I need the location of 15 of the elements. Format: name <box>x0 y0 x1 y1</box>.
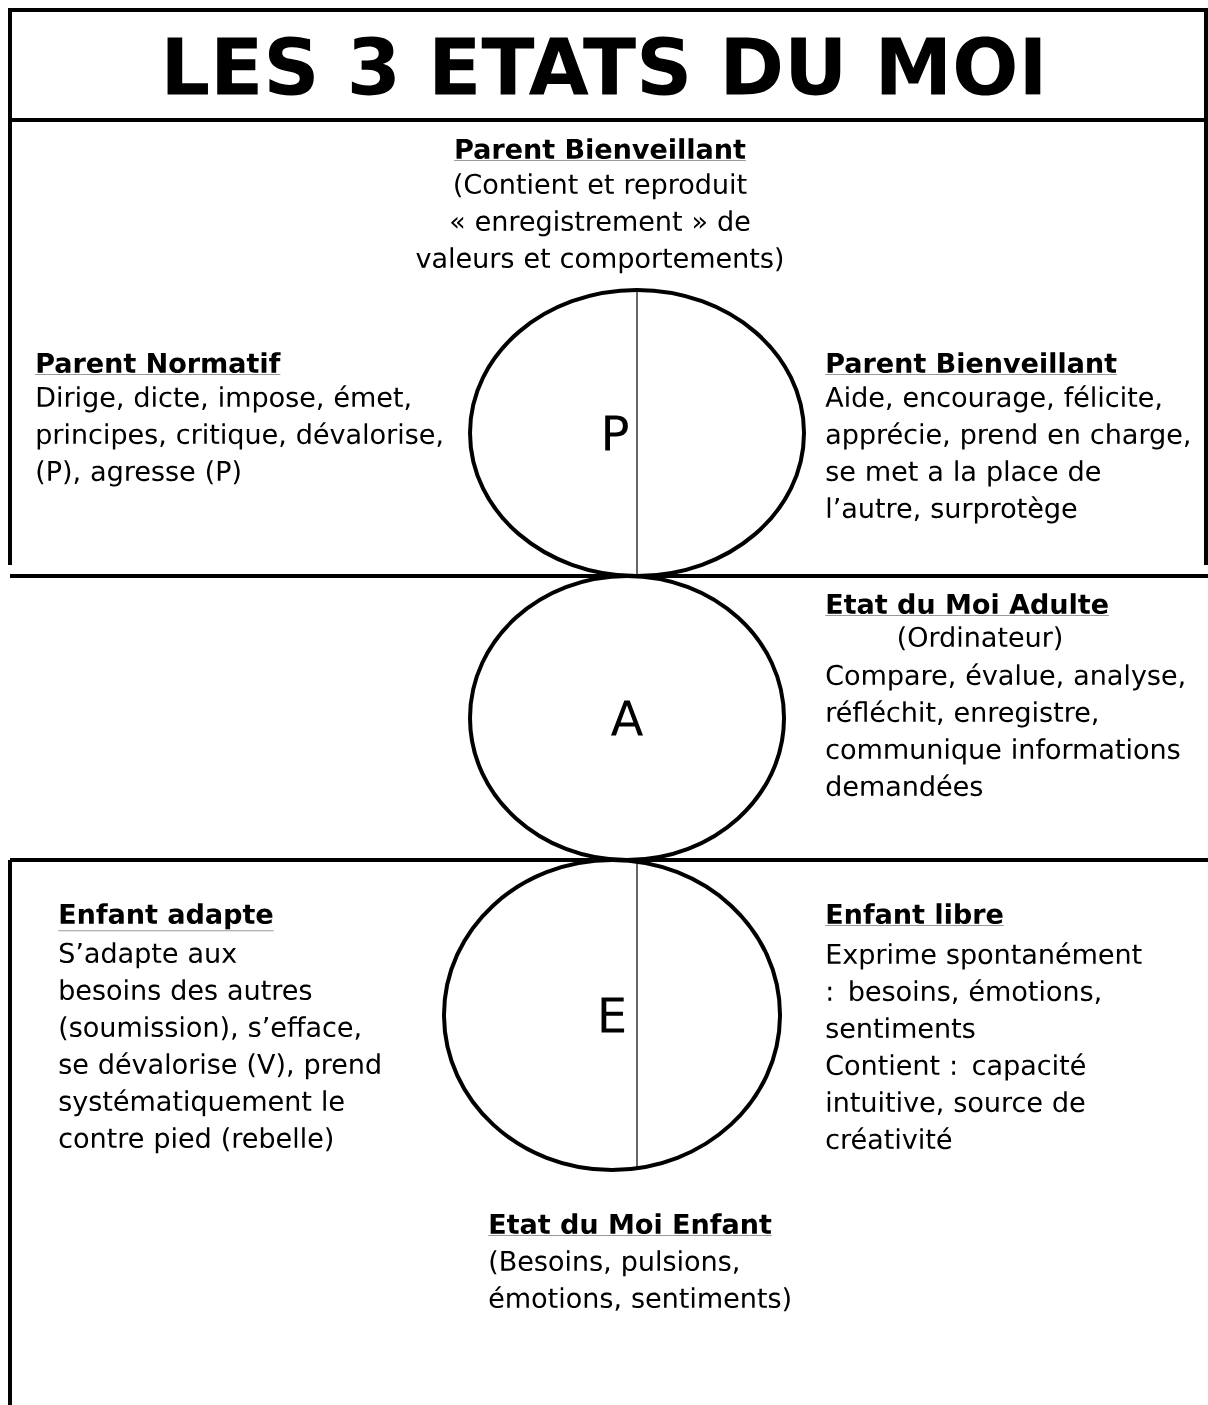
description-text: (Besoins, pulsions, émotions, sentiments) <box>489 1250 790 1312</box>
description-text: Dirige, dicte, impose, émet, principes, critique, dévalorise, (P), agresse (P) <box>37 385 442 487</box>
heading: Etat du Moi Adulte <box>825 593 1110 616</box>
heading: Parent Bienveillant <box>453 138 747 161</box>
description-text: Contient : capacité intuitive, source de créativité <box>826 1053 1085 1150</box>
title: LES 3 ETATS DU MOI <box>167 36 1041 96</box>
description-text: Exprime spontanément : besoins, émotions, sentiments <box>826 942 1142 1039</box>
heading: Enfant libre <box>825 903 1005 926</box>
description-text: Aide, encourage, félicite, apprécie, prend en charge, se met a la place de l’autre, surprotège <box>825 385 1189 524</box>
description-text: (Ordinateur) <box>899 626 1062 651</box>
heading: Parent Normatif <box>35 352 281 375</box>
heading: Enfant adapte <box>58 903 274 931</box>
description-text: S’adapte aux besoins des autres (soumission), s’efface, se dévalorise (V), prend systématiquement le contre pied (rebelle) <box>59 942 380 1154</box>
description-text: Compare, évalue, analyse, réfléchit, enregistre, communique informations demandées <box>826 663 1184 797</box>
heading: Etat du Moi Enfant <box>488 1213 773 1236</box>
